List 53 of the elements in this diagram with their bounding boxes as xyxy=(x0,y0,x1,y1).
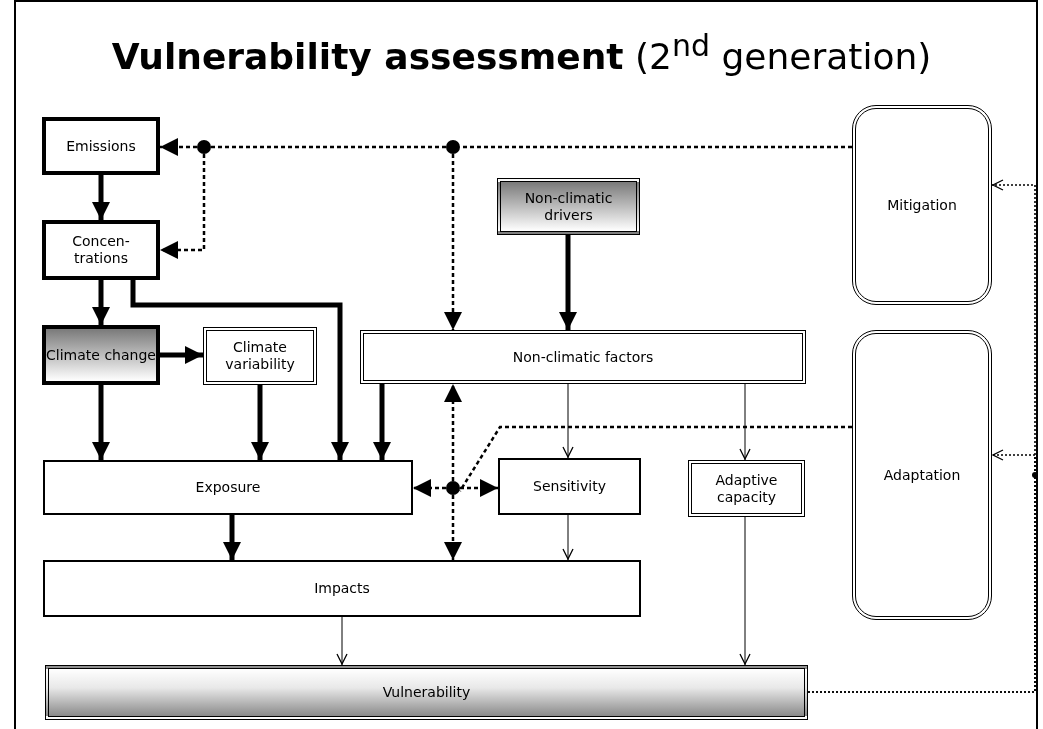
arrow xyxy=(160,346,203,364)
junction-dot xyxy=(197,140,211,154)
arrow xyxy=(444,384,462,481)
node-label: Mitigation xyxy=(887,196,957,214)
arrow xyxy=(413,479,446,497)
node-label: Climate variability xyxy=(224,339,296,373)
process-box xyxy=(360,330,806,384)
process-box xyxy=(43,460,413,515)
process-box xyxy=(498,458,641,515)
arrow xyxy=(130,280,349,460)
junction-dot xyxy=(446,481,460,495)
arrow xyxy=(444,495,462,560)
rounded-box xyxy=(852,105,992,305)
process-box xyxy=(45,665,808,720)
arrow xyxy=(373,384,391,460)
arrow xyxy=(739,383,751,461)
arrow xyxy=(160,138,197,156)
process-box xyxy=(42,220,160,280)
connector-line xyxy=(211,145,446,149)
process-box xyxy=(43,560,641,617)
arrow xyxy=(336,616,348,666)
node-label: Exposure xyxy=(195,479,261,496)
arrow xyxy=(562,514,574,561)
node-label: Non-climatic drivers xyxy=(523,189,614,224)
arrow xyxy=(807,449,1036,693)
arrow xyxy=(739,516,751,666)
node-label: Adaptive capacity xyxy=(714,471,779,506)
process-box xyxy=(203,327,317,385)
arrow xyxy=(460,479,498,497)
process-box xyxy=(42,325,160,385)
node-label: Concen- trations xyxy=(71,233,131,267)
arrow xyxy=(562,383,574,459)
node-label: Vulnerability xyxy=(382,684,471,701)
process-box xyxy=(42,117,160,175)
process-box xyxy=(688,460,805,517)
arrow xyxy=(92,175,110,220)
node-label: Sensitivity xyxy=(533,478,606,495)
node-label: Emissions xyxy=(66,137,136,155)
arrow xyxy=(251,385,269,460)
rounded-box xyxy=(852,330,992,620)
arrow xyxy=(92,280,110,325)
node-label: Non-climatic factors xyxy=(512,348,654,366)
arrow xyxy=(160,154,206,259)
arrow xyxy=(223,515,241,560)
node-label: Climate change xyxy=(46,346,156,364)
arrow xyxy=(92,385,110,460)
arrow xyxy=(559,235,577,330)
process-box xyxy=(497,178,640,235)
junction-dot xyxy=(446,140,460,154)
connector-line xyxy=(460,145,852,149)
arrow xyxy=(444,154,462,330)
node-label: Adaptation xyxy=(883,466,961,484)
node-label: Impacts xyxy=(314,580,370,597)
